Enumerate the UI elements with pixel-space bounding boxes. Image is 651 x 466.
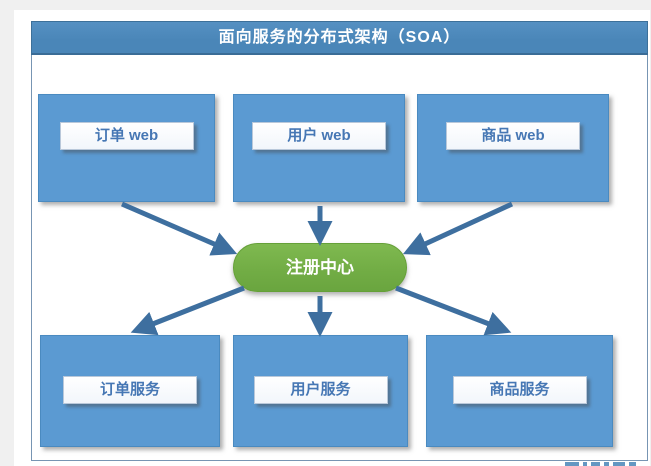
diagram-title: 面向服务的分布式架构（SOA） xyxy=(31,21,648,55)
node-product-web: 商品 web xyxy=(417,94,609,202)
node-order-service-label: 订单服务 xyxy=(63,376,197,404)
watermark-fragment xyxy=(565,462,645,466)
node-product-service-label: 商品服务 xyxy=(452,376,587,404)
node-product-web-label: 商品 web xyxy=(446,122,580,150)
node-registry-center: 注册中心 xyxy=(233,243,407,292)
node-order-web: 订单 web xyxy=(38,94,215,202)
node-user-service: 用户服务 xyxy=(233,335,408,447)
node-product-service: 商品服务 xyxy=(426,335,613,447)
node-user-web: 用户 web xyxy=(233,94,405,202)
node-user-service-label: 用户服务 xyxy=(253,376,388,404)
node-user-web-label: 用户 web xyxy=(252,122,386,150)
node-order-service: 订单服务 xyxy=(40,335,220,447)
node-order-web-label: 订单 web xyxy=(59,122,194,150)
